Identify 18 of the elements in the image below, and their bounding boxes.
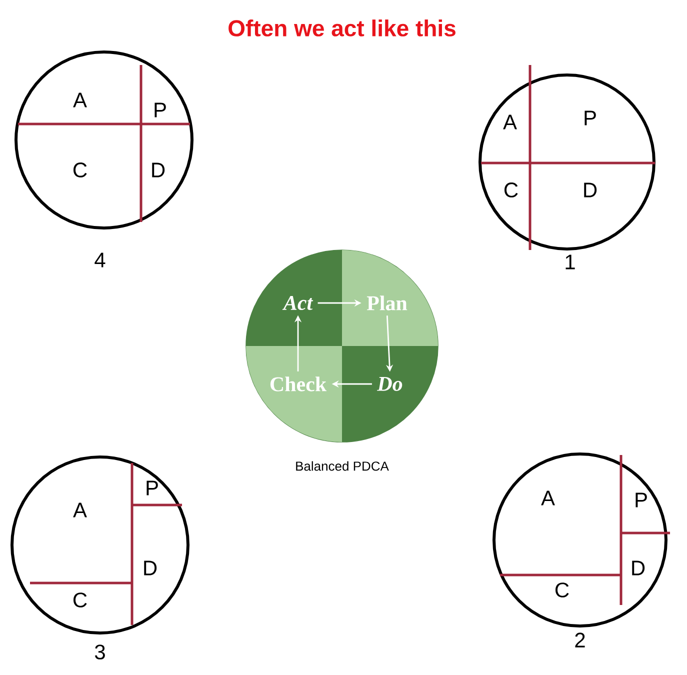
quadrant: Act	[246, 250, 342, 346]
figure-number: 4	[94, 252, 106, 268]
quadrant-letter: P	[154, 102, 166, 118]
figure-number: 3	[94, 644, 105, 660]
quadrant-letter: P	[146, 480, 158, 496]
quadrant: Do	[342, 346, 438, 442]
quadrant-letter: D	[144, 560, 157, 576]
quadrant-letter: C	[73, 592, 87, 608]
figure-number: 2	[575, 632, 585, 648]
quadrant: Check	[246, 346, 342, 442]
quadrant-letter: A	[73, 502, 87, 518]
title: Often we act like this	[228, 20, 456, 36]
quadrant-letter: C	[73, 162, 87, 178]
quadrant-letter: D	[152, 162, 165, 178]
quadrant: Plan	[342, 250, 438, 346]
node-label: Balanced PDCA	[296, 461, 389, 471]
figure-number: 1	[566, 254, 575, 270]
quadrant-letter: A	[73, 92, 87, 108]
